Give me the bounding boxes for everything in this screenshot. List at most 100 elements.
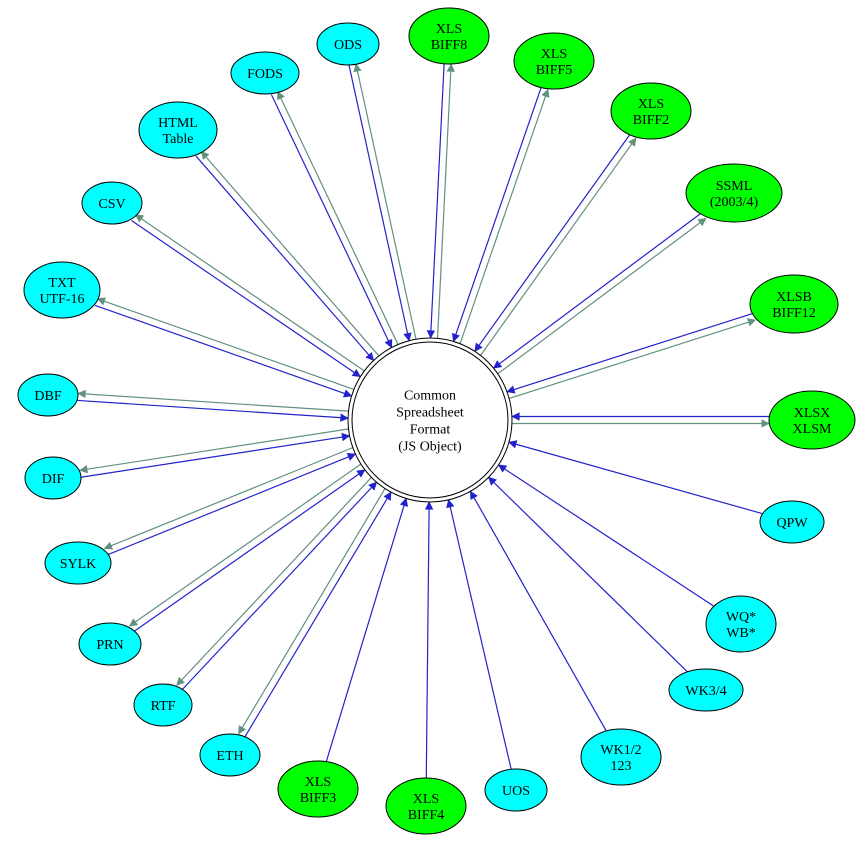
edge-read-xls-biff4 — [424, 501, 434, 779]
edge-read-wk3-4 — [488, 476, 688, 673]
node-dif: DIF — [24, 456, 82, 500]
node-shape-xls-biff5 — [513, 32, 595, 90]
edge-read-xls-biff8 — [426, 63, 445, 339]
node-label-csv: CSV — [98, 197, 125, 212]
edge-write-sylk — [103, 447, 353, 550]
node-sylk: SYLK — [44, 541, 112, 585]
node-shape-ods — [316, 22, 380, 66]
edge-write-html-table — [200, 150, 380, 357]
node-shape-html-table — [138, 101, 218, 159]
node-qpw: QPW — [759, 500, 825, 544]
node-shape-xlsb-biff12 — [749, 274, 839, 334]
edge-write-eth — [238, 488, 386, 735]
edge-read-sylk — [106, 453, 357, 556]
node-label-rtf: RTF — [151, 699, 176, 714]
edge-read-dif — [80, 432, 351, 478]
node-label-dif: DIF — [42, 472, 65, 487]
node-shape-xls-biff8 — [408, 7, 490, 65]
edge-read-wq-wb — [497, 464, 715, 607]
edge-write-xls-biff8 — [436, 63, 455, 339]
edge-write-xlsb-biff12 — [509, 318, 757, 400]
node-uos: UOS — [484, 768, 548, 812]
edge-write-csv — [134, 214, 365, 372]
node-label-prn: PRN — [96, 638, 123, 653]
edge-read-prn — [133, 469, 366, 633]
node-shape-wq-wb — [705, 595, 777, 653]
edge-read-eth — [244, 491, 392, 738]
node-label-uos: UOS — [502, 784, 530, 799]
edge-read-xlsb-biff12 — [506, 312, 754, 394]
edge-write-ods — [353, 63, 417, 340]
node-shape-wk3-4 — [668, 668, 744, 712]
node-shape-xls-biff2 — [610, 82, 692, 140]
node-shape-qpw — [759, 500, 825, 544]
edge-read-txt-utf16 — [94, 304, 353, 398]
node-csv: CSV — [81, 181, 143, 225]
node-shape-wk1-2-123 — [580, 728, 662, 786]
edge-write-ssml-2003-4 — [497, 217, 707, 375]
edges — [77, 63, 770, 779]
node-shape-csv — [81, 181, 143, 225]
node-shape-fods — [230, 51, 300, 95]
edge-read-ssml-2003-4 — [492, 212, 703, 369]
node-wk3-4: WK3/4 — [668, 668, 744, 712]
edge-write-xls-biff2 — [480, 137, 637, 356]
edge-read-xls-biff2 — [474, 133, 631, 352]
node-label-ssml-2003-4: SSML(2003/4) — [710, 179, 759, 210]
edge-write-dbf — [77, 389, 349, 412]
center-inner-circle — [351, 341, 509, 499]
edge-write-prn — [128, 463, 362, 627]
node-label-sylk: SYLK — [60, 557, 97, 572]
edge-read-dbf — [77, 399, 349, 422]
node-shape-txt-utf16 — [23, 261, 101, 319]
edge-read-ods — [348, 65, 412, 342]
node-shape-dif — [24, 456, 82, 500]
node-dbf: DBF — [17, 373, 79, 417]
node-shape-prn — [78, 622, 142, 666]
node-rtf: RTF — [133, 683, 193, 727]
edge-read-csv — [131, 220, 361, 378]
node-shape-sylk — [44, 541, 112, 585]
node-wq-wb: WQ*WB* — [705, 595, 777, 653]
node-shape-xls-biff3 — [277, 760, 359, 818]
edge-read-uos — [446, 499, 512, 770]
node-ods: ODS — [316, 22, 380, 66]
edge-read-wk1-2-123 — [469, 490, 607, 732]
edge-write-rtf — [176, 477, 372, 686]
edge-write-txt-utf16 — [96, 297, 355, 390]
node-shape-xlsx-xlsm — [768, 390, 856, 450]
edge-write-fods — [277, 90, 399, 345]
node-label-ods: ODS — [334, 38, 362, 53]
edge-read-qpw — [508, 440, 763, 515]
node-label-eth: ETH — [216, 749, 243, 764]
node-label-dbf: DBF — [34, 389, 61, 404]
center-outer-circle — [347, 337, 513, 503]
edge-read-xls-biff3 — [325, 497, 409, 762]
node-ssml-2003-4: SSML(2003/4) — [685, 163, 783, 223]
edge-read-rtf — [181, 481, 378, 691]
node-shape-eth — [199, 733, 261, 777]
